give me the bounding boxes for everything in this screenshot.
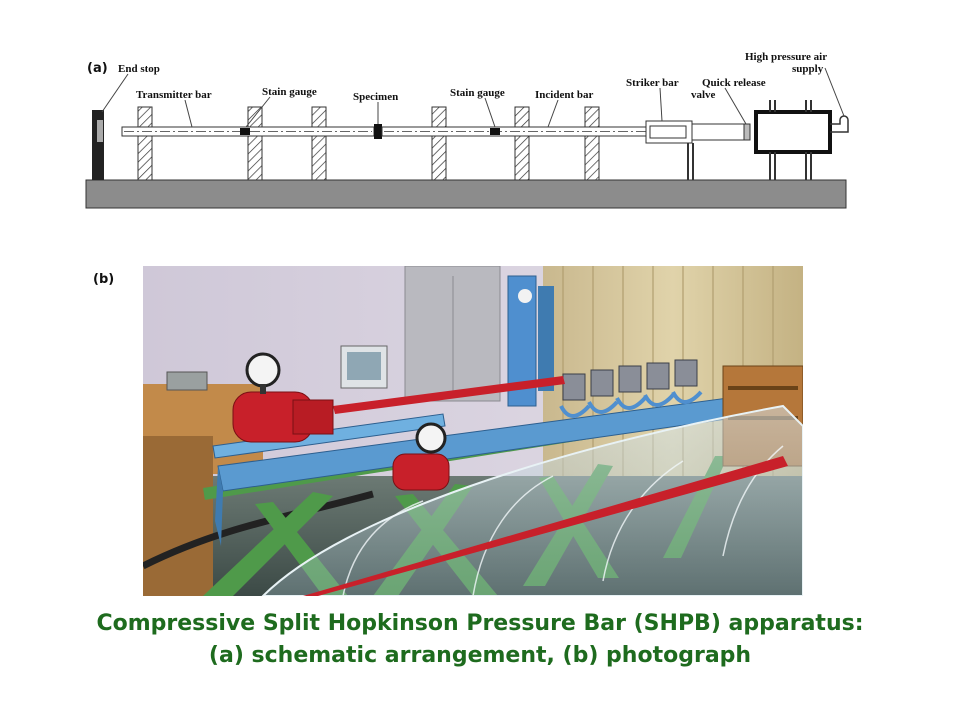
label-valve: valve [691,89,716,101]
label-strain-gauge-2: Stain gauge [450,87,505,99]
photo-gauge-boxes [562,359,698,401]
photo-safety-cover [261,404,803,596]
label-air-supply: High pressure air [745,51,827,63]
striker-bar [649,125,687,139]
photo-air-hose [143,490,374,570]
figure-caption: Compressive Split Hopkinson Pressure Bar… [0,608,960,672]
photo-small-gauge [415,422,447,454]
strain-gauge-incident [490,128,500,135]
quick-release-valve [743,123,751,141]
shpb-schematic: (a) [85,51,849,209]
photo-pressure-gauge [245,352,281,388]
pressure-vessel [754,110,832,154]
leader-lines [101,67,845,128]
photo-small-vessel [392,453,450,491]
air-supply-inlet [830,115,849,133]
bar-supports [137,106,600,181]
specimen [374,124,382,139]
label-incident-bar: Incident bar [535,89,593,101]
caption-line-1: Compressive Split Hopkinson Pressure Bar… [96,611,864,636]
photo-panel-tag: (b) [93,272,115,287]
shpb-photograph [143,266,803,596]
label-striker-bar: Striker bar [626,77,679,89]
photo-red-bar [333,376,565,414]
photo-red-rail [303,456,788,596]
label-end-stop: End stop [118,63,160,75]
label-supply: supply [792,63,824,75]
label-strain-gauge-1: Stain gauge [262,86,317,98]
caption-line-2: (a) schematic arrangement, (b) photograp… [208,643,752,668]
schematic-panel-tag: (a) [87,61,108,76]
label-quick-release: Quick release [702,77,766,89]
label-transmitter-bar: Transmitter bar [136,89,212,101]
label-specimen: Specimen [353,91,398,103]
base-table [85,179,847,209]
strain-gauge-transmitter [240,128,250,135]
